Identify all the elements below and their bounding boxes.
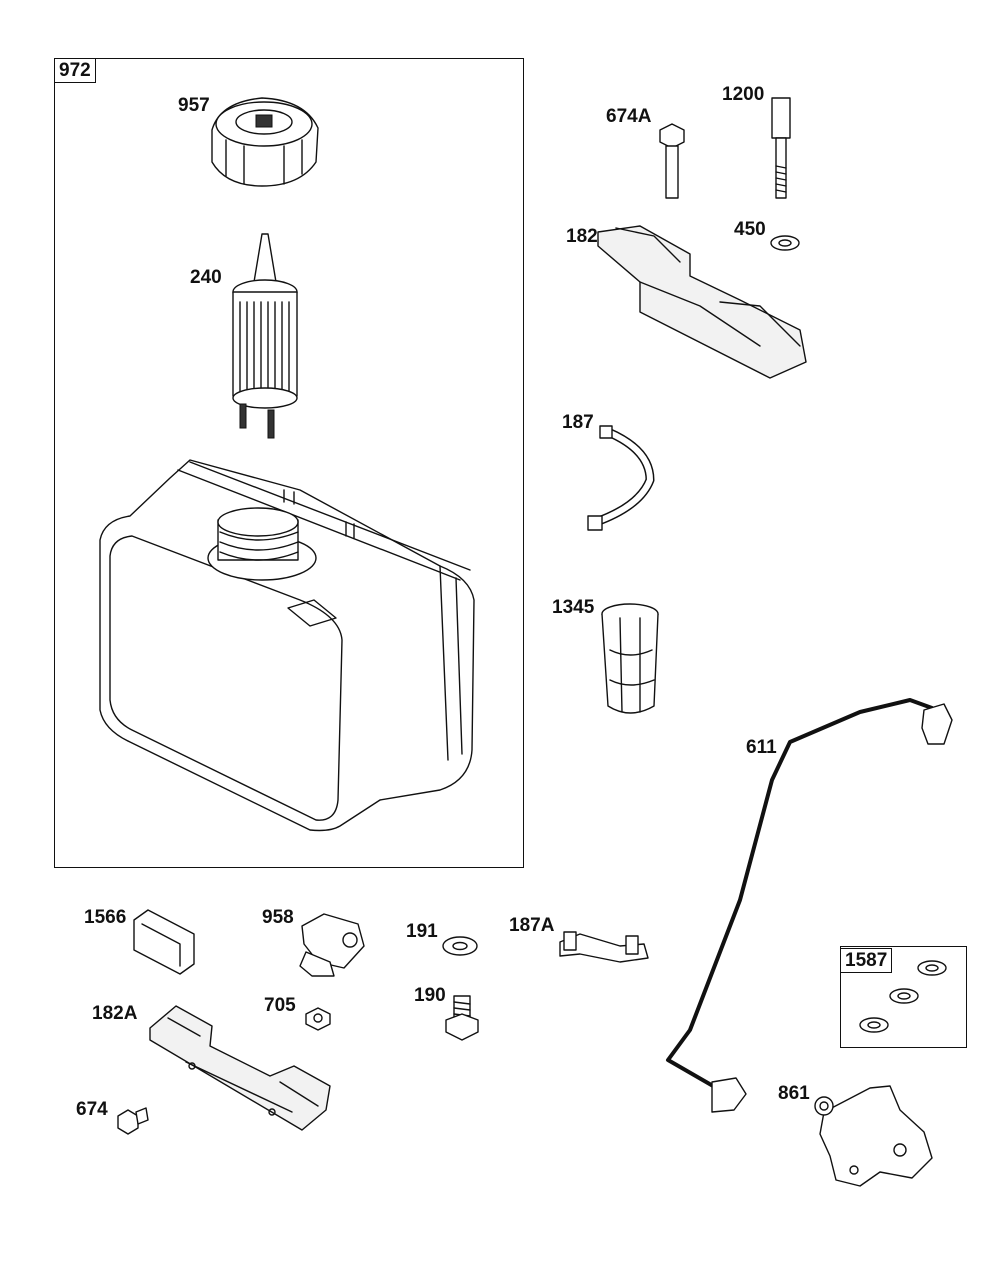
label-674: 674 (76, 1099, 108, 1120)
label-957: 957 (178, 95, 210, 116)
valve-958-drawing (299, 913, 365, 977)
hose-187A-drawing (559, 931, 649, 963)
label-1587: 1587 (840, 948, 893, 973)
plug-190-drawing (445, 995, 479, 1041)
pump-861-drawing (814, 1085, 933, 1187)
fuel-tank-drawing (99, 459, 475, 832)
washer-450-drawing (770, 235, 800, 251)
label-450: 450 (734, 219, 766, 240)
label-705: 705 (264, 995, 296, 1016)
fuel-line-611-drawing (666, 698, 953, 1113)
label-958: 958 (262, 907, 294, 928)
nut-705-drawing (305, 1007, 331, 1031)
washer-191-drawing (442, 936, 478, 956)
label-1345: 1345 (552, 597, 595, 618)
label-1566: 1566 (84, 907, 127, 928)
fuel-cap-drawing (211, 97, 319, 187)
hose-187-drawing (587, 425, 655, 531)
label-674A: 674A (606, 106, 652, 127)
fuel-filter-drawing (232, 233, 298, 439)
washer-kit-frame (840, 946, 967, 1048)
bracket-182-drawing (597, 225, 807, 379)
washers-1587-drawing (859, 960, 947, 1033)
fuel-tank-assembly-frame (54, 58, 524, 868)
label-182: 182 (566, 226, 598, 247)
bolt-674-drawing (117, 1107, 149, 1135)
bolt-674A-drawing (659, 123, 685, 199)
stud-1200-drawing (771, 97, 791, 199)
screen-1345-drawing (601, 603, 659, 714)
label-1200: 1200 (722, 84, 765, 105)
label-191: 191 (406, 921, 438, 942)
label-240: 240 (190, 267, 222, 288)
label-861: 861 (778, 1083, 810, 1104)
label-187A: 187A (509, 915, 555, 936)
clip-1566-drawing (133, 909, 195, 975)
bracket-182A-drawing (149, 1005, 331, 1131)
label-187: 187 (562, 412, 594, 433)
label-190: 190 (414, 985, 446, 1006)
label-611: 611 (746, 737, 777, 758)
label-182A: 182A (92, 1003, 138, 1024)
label-972: 972 (54, 58, 96, 83)
